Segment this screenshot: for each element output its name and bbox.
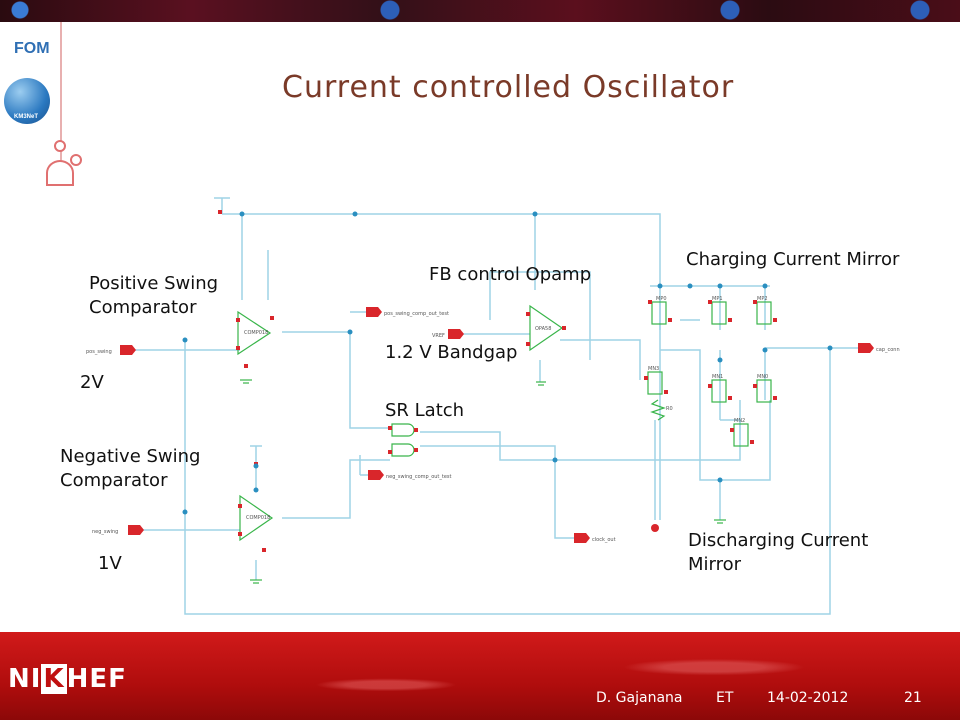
fom-logo: FOM	[0, 30, 60, 70]
feedback-opamp-symbol	[529, 304, 564, 352]
v1-label: 1V	[98, 553, 122, 574]
mn0-label: MN0	[757, 374, 768, 380]
vref-pin-label: VREF	[432, 333, 445, 339]
mn2-label: MN2	[734, 418, 745, 424]
opamp-label: OPA58	[535, 326, 551, 332]
neg-out-pin	[368, 470, 384, 480]
ground-symbols	[240, 379, 726, 584]
balloon-large-icon	[46, 160, 74, 186]
positive-swing-line1: Positive Swing	[89, 273, 219, 294]
fom-logo-text: FOM	[14, 40, 50, 57]
neg-swing-pin	[128, 525, 144, 535]
balloon-medium-icon	[70, 154, 82, 166]
v2-label: 2V	[80, 372, 104, 393]
transistor-mn1	[711, 379, 727, 403]
schematic-pins	[120, 210, 874, 552]
discharging-line2: Mirror	[688, 554, 742, 575]
positive-comparator-label: COMP018	[244, 330, 268, 336]
negative-comparator-symbol	[239, 494, 274, 542]
transistor-mn2	[733, 423, 749, 447]
nikhef-logo: NIKHEF	[8, 664, 127, 694]
footer-bar	[0, 632, 960, 720]
transistor-mp2	[756, 301, 772, 325]
km3net-logo: KM3NeT	[4, 78, 50, 124]
neg-out-pin-label: neg_swing_comp_out_test	[386, 474, 452, 480]
clock-out-pin	[574, 533, 590, 543]
balloon-small-icon	[54, 140, 66, 152]
negative-swing-label: Negative Swing Comparator	[60, 445, 200, 493]
schematic-pin-labels: pos_swing neg_swing VREF pos_swing_comp_…	[86, 296, 900, 543]
footer-date: 14-02-2012	[767, 690, 849, 706]
footer-author: D. Gajanana	[596, 690, 683, 706]
positive-swing-label: Positive Swing Comparator	[89, 272, 218, 320]
positive-swing-line2: Comparator	[89, 297, 197, 318]
transistor-mp0	[651, 301, 667, 325]
schematic-junctions	[182, 211, 833, 515]
neg-swing-pin-label: neg_swing	[92, 529, 118, 535]
slide-title: Current controlled Oscillator	[282, 70, 735, 105]
pos-out-pin	[366, 307, 382, 317]
mp0-label: MP0	[656, 296, 667, 302]
clock-out-pin-label: clock_out	[592, 537, 616, 543]
mp1-label: MP1	[712, 296, 723, 302]
bandgap-label: 1.2 V Bandgap	[385, 342, 518, 363]
charging-mirror-label: Charging Current Mirror	[686, 249, 900, 270]
fb-control-label: FB control Opamp	[429, 264, 592, 285]
pos-swing-pin	[120, 345, 136, 355]
resistor-r0	[650, 399, 666, 421]
left-accent-strip	[60, 22, 62, 172]
header-banner	[0, 0, 960, 22]
discharging-mirror-label: Discharging Current Mirror	[688, 529, 868, 577]
negative-comparator-label: COMP018	[246, 515, 270, 521]
positive-comparator-symbol	[237, 310, 272, 356]
mn1-label: MN1	[712, 374, 723, 380]
transistor-mp1	[711, 301, 727, 325]
discharging-line1: Discharging Current	[688, 530, 869, 551]
transistor-mn3	[647, 371, 663, 395]
footer-page-number: 21	[904, 690, 922, 706]
km3net-logo-text: KM3NeT	[14, 114, 39, 120]
cap-conn-pin	[858, 343, 874, 353]
sr-latch-gate-top	[391, 423, 415, 437]
vref-pin	[448, 329, 464, 339]
pos-swing-pin-label: pos_swing	[86, 349, 112, 355]
sr-latch-gate-bottom	[391, 443, 415, 457]
sr-latch-label: SR Latch	[385, 400, 465, 421]
schematic-components	[237, 301, 772, 584]
mp2-label: MP2	[757, 296, 768, 302]
pos-out-pin-label: pos_swing_comp_out_test	[384, 311, 449, 317]
negative-swing-line2: Comparator	[60, 470, 168, 491]
negative-swing-line1: Negative Swing	[60, 446, 201, 467]
r0-label: R0	[666, 406, 673, 412]
bottom-probe-pin	[651, 524, 659, 532]
cap-conn-pin-label: cap_conn	[876, 347, 900, 353]
mn3-label: MN3	[648, 366, 659, 372]
footer-group: ET	[716, 690, 734, 706]
transistor-mn0	[756, 379, 772, 403]
